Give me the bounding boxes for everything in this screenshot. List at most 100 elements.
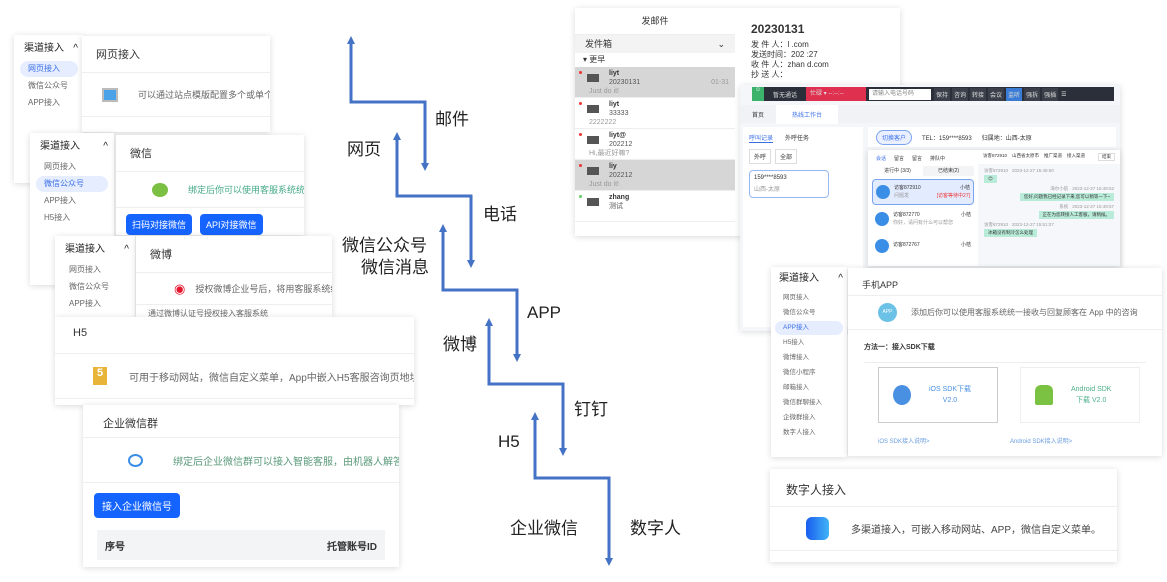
toolbar-action-button[interactable]: 保持 bbox=[934, 87, 951, 101]
sidebar-item[interactable]: H5接入 bbox=[783, 339, 805, 346]
chevron-up-icon[interactable]: ^ bbox=[838, 273, 843, 284]
filter-type[interactable]: 外呼 bbox=[749, 149, 772, 164]
email-subject: 202212 bbox=[609, 171, 729, 180]
compose-email[interactable]: 发邮件 bbox=[575, 8, 735, 35]
sidebar-item-h5[interactable]: H5接入 bbox=[44, 213, 71, 222]
chevron-up-icon[interactable]: ^ bbox=[73, 43, 78, 54]
sidebar-item-wechat[interactable]: 微信公众号 bbox=[36, 176, 108, 192]
tab-call-records[interactable]: 呼叫记录 bbox=[749, 133, 774, 143]
android-sdk-label: Android SDK bbox=[1071, 386, 1112, 393]
connect-wecom-button[interactable]: 接入企业微信号 bbox=[94, 493, 180, 518]
session-wait: [访客等待中27] bbox=[936, 193, 970, 199]
menu-icon[interactable]: ☰ bbox=[1061, 91, 1067, 98]
wecom-panel: 企业微信群 绑定后企业微信群可以接入智能客服，由机器人解答 接入企业微信号 序号… bbox=[83, 405, 399, 567]
promo-channel: 推广渠道 bbox=[1044, 153, 1063, 158]
ios-sdk-guide-link[interactable]: iOS SDK接入说明> bbox=[878, 439, 930, 445]
session-name: 访客872767 bbox=[893, 242, 920, 248]
sidebar-item[interactable]: 邮箱接入 bbox=[783, 384, 809, 391]
email-from: liyt bbox=[609, 70, 620, 77]
sidebar-item-app[interactable]: APP接入 bbox=[28, 98, 61, 107]
android-sdk-guide-link[interactable]: Android SDK接入说明> bbox=[1010, 439, 1073, 445]
toolbar-action-button[interactable]: 会议 bbox=[988, 87, 1005, 101]
session-msg: 问题发 bbox=[894, 193, 910, 199]
sidebar-item[interactable]: APP接入 bbox=[775, 321, 843, 335]
app-desc: 添加后你可以使用客服系统统一接收与回复顾客在 App 中的咨询 bbox=[911, 308, 1138, 317]
unread-dot-icon bbox=[579, 133, 582, 136]
tab-outbound[interactable]: 外呼任务 bbox=[785, 136, 810, 142]
email-from: liyt bbox=[609, 101, 620, 108]
weibo-title: 微博 bbox=[136, 236, 332, 273]
toolbar-action-button[interactable]: 转接 bbox=[970, 87, 987, 101]
sidebar-item[interactable]: 微信群聊接入 bbox=[783, 399, 822, 406]
sidebar-item[interactable]: 企微群接入 bbox=[783, 414, 816, 421]
api-connect-button[interactable]: API对接微信 bbox=[200, 214, 263, 235]
time-value: 202 :27 bbox=[791, 50, 818, 59]
toolbar-action-button[interactable]: 监听 bbox=[1006, 87, 1023, 101]
weibo-icon: ◉ bbox=[174, 280, 186, 296]
chat-tab[interactable]: 留言 bbox=[894, 156, 905, 162]
sidebar-item[interactable]: 数字人接入 bbox=[783, 429, 816, 436]
message-sender: 访客872910 bbox=[984, 168, 1009, 173]
sidebar-item[interactable]: 微博接入 bbox=[783, 354, 809, 361]
chevron-down-icon[interactable]: ⌄ bbox=[717, 39, 725, 49]
sidebar-item-app[interactable]: APP接入 bbox=[69, 299, 102, 308]
chevron-up-icon[interactable]: ^ bbox=[103, 141, 108, 152]
email-preview: Hi,最近好嘛? bbox=[589, 150, 630, 157]
outbox-folder[interactable]: 发件箱 bbox=[585, 39, 613, 49]
label-phone: 电话 bbox=[483, 205, 517, 224]
email-preview: Just do it! bbox=[589, 181, 619, 188]
sidebar-item-wechat[interactable]: 微信公众号 bbox=[28, 81, 68, 90]
email-subject: 测试 bbox=[609, 202, 729, 211]
toolbar-action-button[interactable]: 咨询 bbox=[952, 87, 969, 101]
toolbar-action-button[interactable]: 强插 bbox=[1042, 87, 1059, 101]
label-app: APP bbox=[527, 303, 562, 322]
wecom-table-header: 序号托管账号ID bbox=[97, 530, 385, 560]
sidebar-item-app[interactable]: APP接入 bbox=[44, 196, 77, 205]
chat-tab[interactable]: 排队中 bbox=[930, 156, 946, 162]
sidebar-item[interactable]: 微信公众号 bbox=[783, 309, 816, 316]
sidebar-item-wechat[interactable]: 微信公众号 bbox=[69, 282, 109, 291]
toolbar-action-button[interactable]: 强拆 bbox=[1024, 87, 1041, 101]
sidebar-item-web[interactable]: 网页接入 bbox=[20, 61, 78, 77]
tab-hotline[interactable]: 热线工作台 bbox=[776, 104, 839, 124]
group-earlier[interactable]: ▾ 更早 bbox=[583, 55, 606, 64]
end-button[interactable]: 结束 bbox=[1098, 153, 1115, 161]
filter-all[interactable]: 全部 bbox=[775, 149, 798, 164]
chevron-up-icon[interactable]: ^ bbox=[124, 244, 129, 255]
call-status: 暂无通话 bbox=[772, 92, 797, 99]
email-preview: Just do it! bbox=[589, 88, 619, 95]
sidebar-item[interactable]: 网页接入 bbox=[783, 294, 809, 301]
tab-ended[interactable]: 已结束(2) bbox=[937, 168, 960, 174]
arrow-h5-wecom bbox=[531, 412, 613, 566]
chat-tab[interactable]: 会话 bbox=[876, 156, 887, 162]
scan-connect-button[interactable]: 扫码对接微信 bbox=[126, 214, 193, 235]
sidebar-item-web[interactable]: 网页接入 bbox=[44, 162, 76, 171]
tab-home[interactable]: 首页 bbox=[752, 112, 765, 119]
sidebar-item[interactable]: 微信小程序 bbox=[783, 369, 816, 376]
switch-customer-button[interactable]: 切换客户 bbox=[876, 129, 913, 145]
call-number: 159****8593 bbox=[754, 175, 787, 181]
sidebar-item-web[interactable]: 网页接入 bbox=[69, 265, 101, 274]
tab-ongoing[interactable]: 进行中 (3/3) bbox=[872, 166, 923, 176]
chat-tab[interactable]: 留言 bbox=[912, 156, 923, 162]
message-sender: 海尔小航 bbox=[1050, 186, 1069, 191]
message-time: 2023-12-27 15:49:50 bbox=[1012, 168, 1054, 173]
phone-input[interactable]: 请输入电话号码 bbox=[869, 88, 931, 100]
busy-dropdown[interactable]: 忙碌 ▾ --:--:-- bbox=[806, 87, 866, 101]
